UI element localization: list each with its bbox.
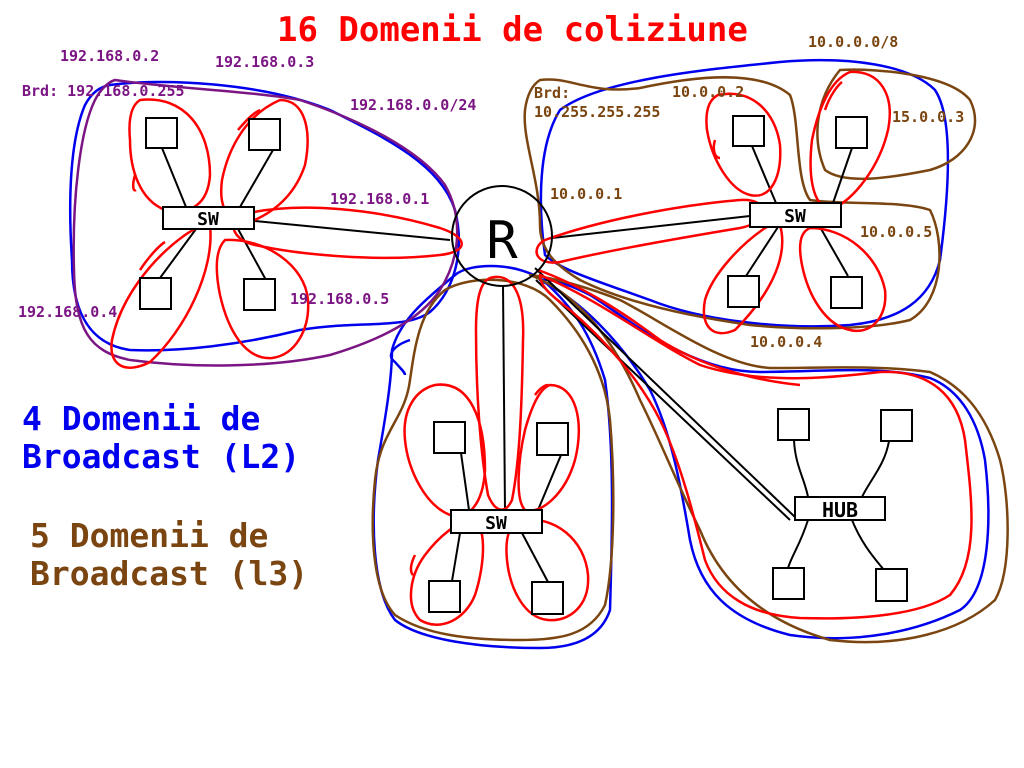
wire-hub-host-b [861,440,890,498]
hub-label: HUB [822,498,858,522]
host-hub-a [777,408,810,441]
wire-left-host-d [237,228,267,281]
l3-domain-hub [528,273,1009,644]
wire-hub-router-2 [535,279,791,521]
host-right-d [830,276,863,309]
wire-right-host-d [819,226,849,277]
collision-left-2-tail [237,108,261,131]
wire-bottom-host-d [521,532,549,583]
legend-broadcast-l2: 4 Domenii de Broadcast (L2) [22,399,301,476]
l3-domain-bottom [371,278,615,642]
wire-left-switch-router [254,220,451,241]
collision-bottom-4 [505,518,590,622]
host-bottom-c [428,580,461,613]
label-left-network: 192.168.0.0/24 [350,96,477,114]
host-left-a [145,117,178,149]
router: R [451,185,553,287]
broadcast-l3-domains [72,68,1009,644]
switch-left [162,206,255,230]
host-hub-c [772,567,805,600]
switch-bottom-label: SW [485,513,507,534]
switch-right-label: SW [784,206,806,227]
collision-left-1 [128,98,212,213]
network-devices: SW SW SW HUB [162,202,886,534]
wire-hub-host-c [787,519,809,569]
collision-left-1-tail [131,174,137,192]
host-left-d [243,278,276,311]
collision-left-3-tail [138,240,166,271]
collision-hub-inner [537,268,801,387]
hosts [139,115,913,615]
switch-right [749,202,842,228]
collision-right-2-tail [823,81,843,111]
wires [159,145,890,583]
collision-left-3 [110,223,212,369]
label-left-broadcast: Brd: 192.168.0.255 [22,82,185,100]
wire-right-switch-router [551,215,751,239]
wire-bottom-host-a [460,452,470,511]
hub [794,496,886,521]
label-right-host-b: 15.0.0.3 [892,108,965,126]
switch-left-label: SW [197,209,219,230]
label-right-network: 10.0.0.0/8 [808,33,899,51]
label-right-broadcast-prefix: Brd: [534,84,571,102]
wire-right-host-a [751,145,777,204]
label-right-gateway: 10.0.0.1 [550,185,623,203]
collision-right-1-tail [712,139,721,160]
collision-right-4 [798,226,887,333]
label-right-broadcast-addr: 10.255.255.255 [534,103,661,121]
switch-bottom [450,509,543,534]
legend-broadcast-l3: 5 Domenii de Broadcast (l3) [30,516,309,593]
wire-left-host-a [161,147,187,208]
l3-domain-left [72,78,459,367]
host-left-b [248,118,281,151]
label-right-host-d: 10.0.0.4 [750,333,823,351]
l3-domain-right-b [816,68,977,181]
collision-hub [538,273,973,620]
label-left-host-c: 192.168.0.4 [18,303,118,321]
host-right-b [835,116,868,149]
collision-bottom-2-tail [533,383,549,396]
label-right-host-c: 10.0.0.5 [860,223,933,241]
label-left-gateway: 192.168.0.1 [330,190,430,208]
collision-bottom-3-tail [409,554,417,576]
collision-right-1 [705,92,782,197]
collision-bottom-router [474,275,525,511]
router-label: R [486,211,518,271]
host-left-c [139,277,172,310]
host-hub-b [880,409,913,442]
host-bottom-a [433,421,466,454]
wire-right-host-c [745,226,779,277]
wire-right-host-b [832,147,853,204]
label-left-host-a: 192.168.0.2 [60,47,160,65]
wire-bottom-switch-router [502,284,506,511]
label-left-host-d: 192.168.0.5 [290,290,390,308]
collision-left-4 [215,238,310,360]
wire-hub-host-d [851,519,885,571]
host-right-a [732,115,765,147]
router-circle [451,185,553,287]
collision-left-router [232,206,463,260]
host-hub-d [875,568,908,602]
wire-hub-host-a [793,439,809,498]
collision-right-router [535,198,765,264]
label-left-host-b: 192.168.0.3 [215,53,315,71]
wire-hub-router [534,267,797,519]
wire-left-host-c [159,228,197,279]
collision-bottom-3 [409,518,485,626]
l3-domain-right-a [523,76,941,330]
l2-domain-bottom-tail [389,338,411,376]
label-right-host-a: 10.0.0.2 [672,83,745,101]
host-bottom-b [536,422,569,456]
host-right-c [727,275,760,308]
wire-left-host-b [239,149,274,208]
host-bottom-d [531,581,564,615]
wire-bottom-host-b [537,454,562,511]
diagram-title: 16 Domenii de coliziune [277,10,748,50]
wire-bottom-host-c [451,532,461,582]
